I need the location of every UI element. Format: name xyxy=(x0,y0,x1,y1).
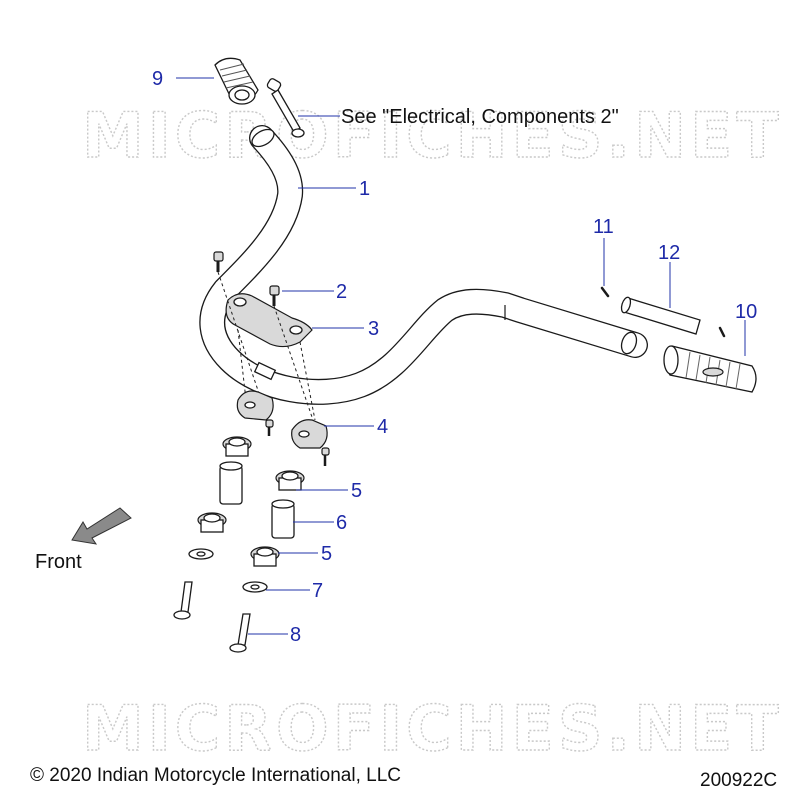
front-label: Front xyxy=(35,551,82,573)
part-4-lower-clamp[interactable] xyxy=(236,390,330,466)
part-2-bolt[interactable] xyxy=(213,251,280,306)
callout-11: 11 xyxy=(593,216,614,238)
diagram-code: 200922C xyxy=(700,770,777,791)
leader-lines xyxy=(176,77,746,635)
callout-12: 12 xyxy=(658,242,680,264)
alignment-lines xyxy=(217,271,326,456)
part-12-clip xyxy=(718,326,726,338)
part-9-grip[interactable] xyxy=(214,57,259,105)
callout-6: 6 xyxy=(336,512,347,534)
part-12-sleeve[interactable] xyxy=(620,296,701,335)
part-6-spacer-right[interactable] xyxy=(271,499,295,539)
part-3-upper-clamp[interactable] xyxy=(225,293,313,348)
part-1-handlebar[interactable] xyxy=(199,125,648,405)
callout-5a: 5 xyxy=(351,480,362,502)
throttle-sensor-component[interactable] xyxy=(266,78,305,138)
watermark-top: MICROFICHES.NET xyxy=(82,99,783,172)
callout-9: 9 xyxy=(152,68,163,90)
callout-7: 7 xyxy=(312,580,323,602)
part-8-bolt-right[interactable] xyxy=(229,613,251,653)
callout-4: 4 xyxy=(377,416,388,438)
callout-2: 2 xyxy=(336,281,347,303)
callout-8: 8 xyxy=(290,624,301,646)
watermark-bottom: MICROFICHES.NET xyxy=(82,692,783,765)
part-7-washer-right[interactable] xyxy=(242,581,268,593)
callout-10: 10 xyxy=(735,301,757,323)
part-11-pin[interactable] xyxy=(600,286,610,298)
front-direction-arrow-icon xyxy=(71,507,132,545)
part-5-bushing-upper-left[interactable] xyxy=(222,436,252,457)
part-7-washer-left[interactable] xyxy=(188,548,214,560)
see-electrical-note: See "Electrical, Components 2" xyxy=(341,106,619,128)
part-6-spacer-left[interactable] xyxy=(219,461,243,505)
part-5-bushing-upper-right[interactable] xyxy=(275,470,305,491)
part-5-bushing-lower-right[interactable] xyxy=(250,546,280,567)
callout-3: 3 xyxy=(368,318,379,340)
part-5-bushing-lower-left[interactable] xyxy=(197,512,227,533)
callout-5b: 5 xyxy=(321,543,332,565)
part-10-grip-right[interactable] xyxy=(663,345,757,393)
copyright-text: © 2020 Indian Motorcycle International, … xyxy=(30,765,401,786)
callout-1: 1 xyxy=(359,178,370,200)
part-8-bolt-left[interactable] xyxy=(173,581,193,620)
